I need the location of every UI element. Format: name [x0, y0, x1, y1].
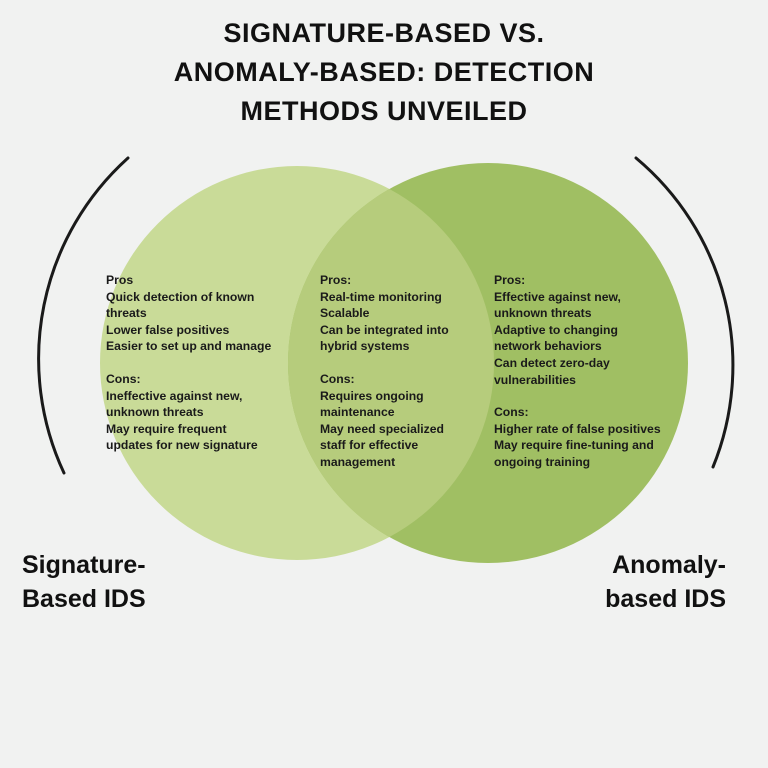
- signature-label-line: Signature-: [22, 551, 146, 579]
- overlap-pros-line: hybrid systems: [320, 339, 410, 354]
- anomaly-cons-line: ongoing training: [494, 454, 591, 469]
- overlap-cons-line: May need specialized: [320, 421, 444, 436]
- right-bracket-arc: [634, 156, 735, 469]
- anomaly-pros-line: Adaptive to changing: [494, 322, 618, 337]
- overlap-pros-line: Scalable: [320, 306, 370, 321]
- signature-label-line: Based IDS: [22, 585, 146, 613]
- overlap-cons-heading: Cons:: [320, 371, 355, 386]
- anomaly-label-line: Anomaly-: [612, 551, 726, 579]
- signature-ids-label: Signature- Based IDS: [22, 548, 146, 616]
- signature-pros-line: Quick detection of known: [106, 289, 255, 304]
- diagram-title: SIGNATURE-BASED VS. ANOMALY-BASED: DETEC…: [60, 14, 708, 131]
- overlap-cons-line: Requires ongoing: [320, 388, 424, 403]
- title-line: METHODS UNVEILED: [240, 96, 528, 126]
- signature-cons-line: Ineffective against new,: [106, 388, 243, 403]
- overlap-cons-line: management: [320, 454, 396, 469]
- anomaly-pros-line: Effective against new,: [494, 289, 621, 304]
- overlap-pros-line: Real-time monitoring: [320, 289, 442, 304]
- anomaly-pros-heading: Pros:: [494, 273, 526, 287]
- signature-pros-heading: Pros: [106, 273, 134, 287]
- title-line: SIGNATURE-BASED VS.: [223, 18, 545, 48]
- signature-cons-heading: Cons:: [106, 371, 141, 386]
- signature-cons-line: unknown threats: [106, 405, 204, 420]
- anomaly-ids-label: Anomaly- based IDS: [605, 548, 726, 616]
- anomaly-cons-line: May require fine-tuning and: [494, 438, 654, 453]
- signature-pros-line: Lower false positives: [106, 322, 230, 337]
- overlap-region: [288, 166, 494, 560]
- anomaly-cons-line: Higher rate of false positives: [494, 421, 661, 436]
- overlap-text-block: Pros: Real-time monitoring Scalable Can …: [320, 272, 449, 471]
- signature-pros-line: threats: [106, 306, 147, 321]
- anomaly-text-block: Pros: Effective against new, unknown thr…: [494, 272, 661, 471]
- signature-text-block: Pros Quick detection of known threats Lo…: [106, 272, 271, 454]
- overlap-pros-heading: Pros:: [320, 273, 352, 287]
- anomaly-pros-line: unknown threats: [494, 306, 592, 321]
- anomaly-pros-line: Can detect zero-day: [494, 355, 610, 370]
- signature-cons-line: May require frequent: [106, 421, 227, 436]
- signature-pros-line: Easier to set up and manage: [106, 339, 272, 354]
- signature-cons-line: updates for new signature: [106, 438, 258, 453]
- overlap-cons-line: maintenance: [320, 405, 395, 420]
- overlap-pros-line: Can be integrated into: [320, 322, 449, 337]
- left-bracket-arc: [37, 156, 130, 475]
- anomaly-cons-heading: Cons:: [494, 405, 529, 420]
- title-line: ANOMALY-BASED: DETECTION: [173, 57, 595, 87]
- anomaly-pros-line: vulnerabilities: [494, 372, 576, 387]
- overlap-cons-line: staff for effective: [320, 438, 419, 453]
- anomaly-pros-line: network behaviors: [494, 339, 602, 354]
- anomaly-label-line: based IDS: [605, 585, 726, 613]
